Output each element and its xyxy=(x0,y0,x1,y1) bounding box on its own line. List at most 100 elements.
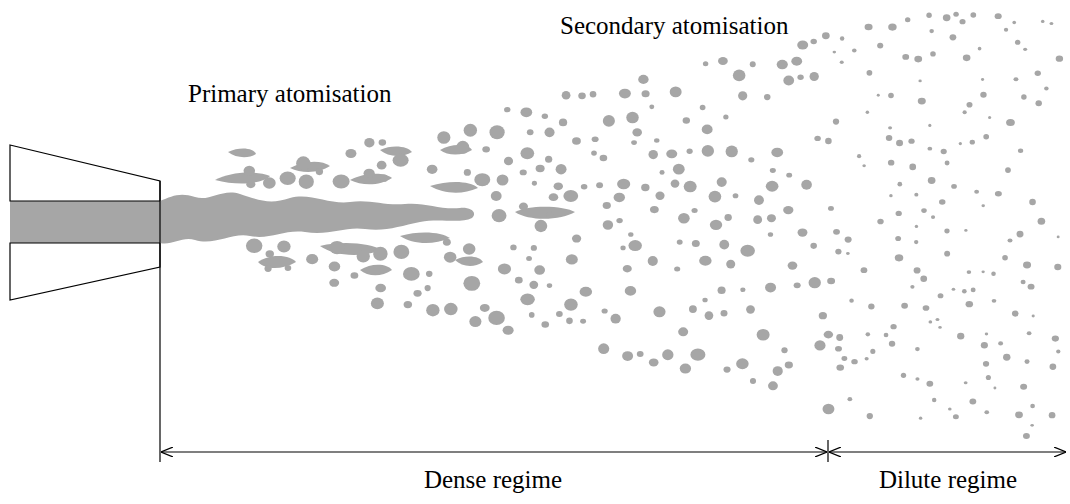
droplet xyxy=(590,91,597,97)
droplet xyxy=(648,150,657,159)
droplet xyxy=(877,43,883,49)
droplet xyxy=(684,181,697,193)
droplet xyxy=(952,288,956,291)
droplet xyxy=(702,298,707,303)
liquid-jet xyxy=(160,145,575,275)
droplet xyxy=(244,166,256,176)
droplet xyxy=(928,177,936,184)
droplet xyxy=(914,193,918,197)
droplet xyxy=(984,410,989,414)
droplet xyxy=(901,373,906,378)
droplet xyxy=(719,240,729,250)
droplet xyxy=(786,173,792,178)
droplet xyxy=(995,191,1002,197)
droplet xyxy=(581,184,588,189)
droplet xyxy=(1002,255,1008,261)
droplet xyxy=(526,256,532,261)
droplet xyxy=(914,267,921,273)
droplet xyxy=(920,275,927,281)
droplet xyxy=(443,239,451,246)
droplet xyxy=(852,48,857,52)
droplet xyxy=(602,308,608,313)
droplet xyxy=(700,105,706,110)
droplet xyxy=(277,240,290,252)
droplet xyxy=(504,157,513,166)
droplet xyxy=(316,168,323,175)
droplet xyxy=(846,252,850,255)
droplet xyxy=(504,107,510,112)
droplet xyxy=(264,265,271,272)
droplet xyxy=(404,301,412,308)
droplet xyxy=(753,215,762,224)
droplet xyxy=(520,170,527,176)
droplet xyxy=(531,245,537,251)
droplet xyxy=(529,312,535,318)
droplet xyxy=(572,137,581,145)
droplet xyxy=(810,243,817,249)
droplet xyxy=(616,218,622,223)
droplet xyxy=(542,113,548,119)
droplet xyxy=(867,413,873,419)
droplet xyxy=(932,398,936,402)
droplet xyxy=(835,346,842,352)
droplet xyxy=(380,174,388,181)
regime-label: Dilute regime xyxy=(879,466,1017,494)
droplet xyxy=(944,251,950,257)
droplet xyxy=(901,303,908,309)
droplet xyxy=(909,164,916,171)
droplet xyxy=(771,148,783,157)
droplet xyxy=(1056,56,1063,62)
droplet xyxy=(482,146,490,152)
droplet xyxy=(740,245,755,257)
droplet xyxy=(935,318,939,321)
droplet xyxy=(610,314,620,324)
droplet xyxy=(628,232,633,237)
droplet xyxy=(738,91,747,100)
droplet xyxy=(866,332,871,336)
droplet xyxy=(877,94,880,97)
droplet xyxy=(617,179,630,190)
droplet xyxy=(596,182,603,188)
droplet xyxy=(890,324,896,329)
droplet xyxy=(748,157,754,162)
droplet xyxy=(464,169,471,176)
nozzle-wall xyxy=(10,243,160,300)
droplet xyxy=(981,78,984,81)
droplet xyxy=(545,127,555,137)
droplet xyxy=(371,298,384,310)
droplet xyxy=(726,260,735,269)
droplet xyxy=(819,312,827,319)
droplet xyxy=(895,236,901,241)
droplet xyxy=(851,359,857,364)
droplet xyxy=(810,72,819,81)
regime-label: Dense regime xyxy=(424,466,562,494)
droplet xyxy=(785,362,793,369)
droplet xyxy=(680,364,691,374)
droplet xyxy=(836,334,843,341)
droplet xyxy=(767,214,776,222)
droplet xyxy=(662,349,673,360)
droplet xyxy=(299,174,314,189)
droplet xyxy=(703,61,708,66)
droplet xyxy=(491,191,502,201)
droplet xyxy=(981,270,984,273)
droplet xyxy=(246,180,255,188)
droplet xyxy=(736,358,749,369)
droplet xyxy=(959,142,962,145)
droplet xyxy=(603,115,615,127)
droplet xyxy=(673,164,685,175)
droplet xyxy=(717,177,727,187)
droplet xyxy=(931,215,935,219)
droplet xyxy=(702,145,714,157)
droplet xyxy=(1023,48,1027,51)
droplet xyxy=(520,107,532,117)
droplet xyxy=(757,329,770,341)
droplet xyxy=(783,76,794,86)
droplet xyxy=(1012,21,1016,25)
droplet xyxy=(625,286,636,296)
droplet xyxy=(572,235,581,243)
droplet xyxy=(836,364,844,370)
droplet xyxy=(628,240,641,251)
droplet xyxy=(908,139,914,144)
droplet xyxy=(983,134,989,139)
